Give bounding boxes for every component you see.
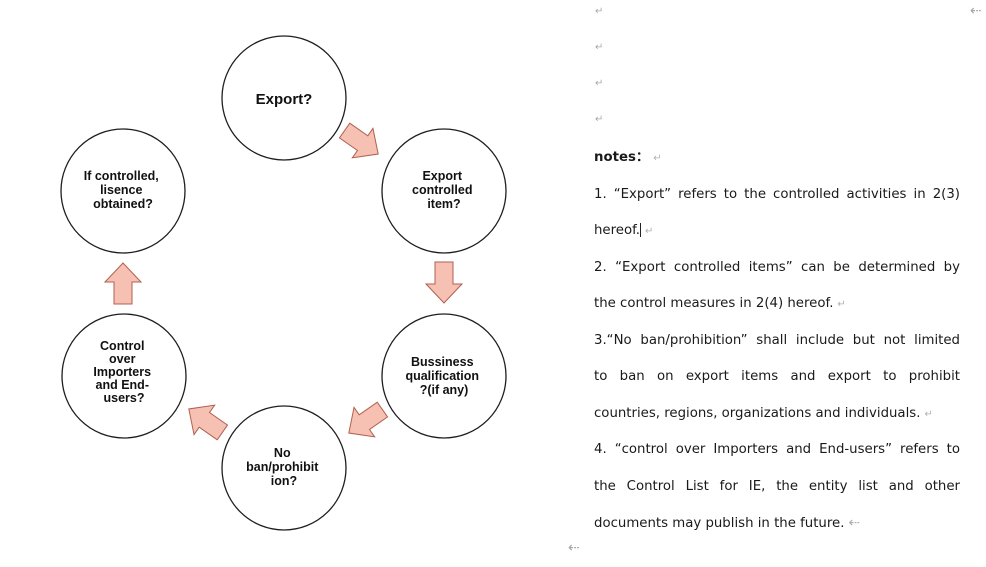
note-text: hereof. <box>594 223 641 238</box>
paragraph-mark: ↵ <box>595 42 604 53</box>
note-line: countries, regions, organizations and in… <box>594 404 960 424</box>
node-license-circle <box>60 128 186 254</box>
arrow-export-to-controlled <box>338 122 379 159</box>
note-text: 4. “control over Importers and End-users… <box>594 442 960 457</box>
paragraph-mark: ↵ <box>653 153 662 164</box>
node-no-ban: No ban/prohibit ion? <box>221 405 347 531</box>
paragraph-mark: ↵ <box>837 299 846 310</box>
node-controlled-item-label: Export controlled item? <box>412 169 476 211</box>
note-line: 3.“No ban/prohibition” shall include but… <box>594 331 960 351</box>
note-text: 2. “Export controlled items” can be dete… <box>594 260 960 275</box>
note-text: 1. “Export” refers to the controlled act… <box>594 187 960 202</box>
cycle-diagram: Export? Export controlled item? Bussines… <box>60 35 507 531</box>
node-controlled-item-circle <box>381 128 507 254</box>
arrow-controlled-to-qualification <box>424 261 464 304</box>
node-export-circle <box>221 35 347 161</box>
paragraph-mark: ↵ <box>595 114 604 125</box>
node-qualification-circle <box>381 313 507 439</box>
node-export-label: Export? <box>256 91 313 108</box>
note-line: to ban on export items and export to pro… <box>594 367 960 387</box>
notes-heading: notes：↵ <box>594 148 960 168</box>
paragraph-mark: ↵ <box>645 226 654 237</box>
arrow-qualification-to-noban <box>348 401 389 438</box>
note-text: documents may publish in the future. <box>594 516 845 531</box>
node-control-importers: Control over Importers and End- users? <box>61 313 187 439</box>
note-text: to ban on export items and export to pro… <box>594 369 960 384</box>
paragraph-mark: ↵ <box>595 6 604 17</box>
node-license-label: If controlled, lisence obtained? <box>84 169 162 211</box>
return-arrow-icon: ⇠ <box>970 3 982 19</box>
node-controlled-item: Export controlled item? <box>381 128 507 254</box>
arrow-noban-to-control <box>188 404 229 441</box>
text-cursor <box>640 223 642 237</box>
node-no-ban-circle <box>221 405 347 531</box>
note-line: documents may publish in the future.⇠ <box>594 513 960 533</box>
note-line: 2. “Export controlled items” can be dete… <box>594 258 960 278</box>
note-text: the Control List for IE, the entity list… <box>594 479 960 494</box>
node-qualification: Bussiness qualification ?(if any) <box>381 313 507 439</box>
node-export: Export? <box>221 35 347 161</box>
node-qualification-label: Bussiness qualification ?(if any) <box>405 355 482 397</box>
note-line: the control measures in 2(4) hereof.↵ <box>594 294 960 314</box>
node-control-importers-circle <box>61 313 187 439</box>
node-no-ban-label: No ban/prohibit ion? <box>246 446 322 488</box>
note-line: 1. “Export” refers to the controlled act… <box>594 185 960 205</box>
notes-heading-text: notes： <box>594 150 650 165</box>
note-text: the control measures in 2(4) hereof. <box>594 296 834 311</box>
paragraph-mark: ↵ <box>595 78 604 89</box>
note-text: 3.“No ban/prohibition” shall include but… <box>594 333 960 348</box>
arrow-control-to-license <box>103 262 143 305</box>
return-arrow-icon: ⇠ <box>848 515 861 531</box>
note-line: 4. “control over Importers and End-users… <box>594 440 960 460</box>
note-line: hereof. ↵ <box>594 221 960 241</box>
note-line: the Control List for IE, the entity list… <box>594 477 960 497</box>
return-arrow-icon: ⇠ <box>568 540 580 556</box>
node-license: If controlled, lisence obtained? <box>60 128 186 254</box>
node-control-importers-label: Control over Importers and End- users? <box>93 339 154 405</box>
note-text: countries, regions, organizations and in… <box>594 406 921 421</box>
paragraph-mark: ↵ <box>924 409 933 420</box>
